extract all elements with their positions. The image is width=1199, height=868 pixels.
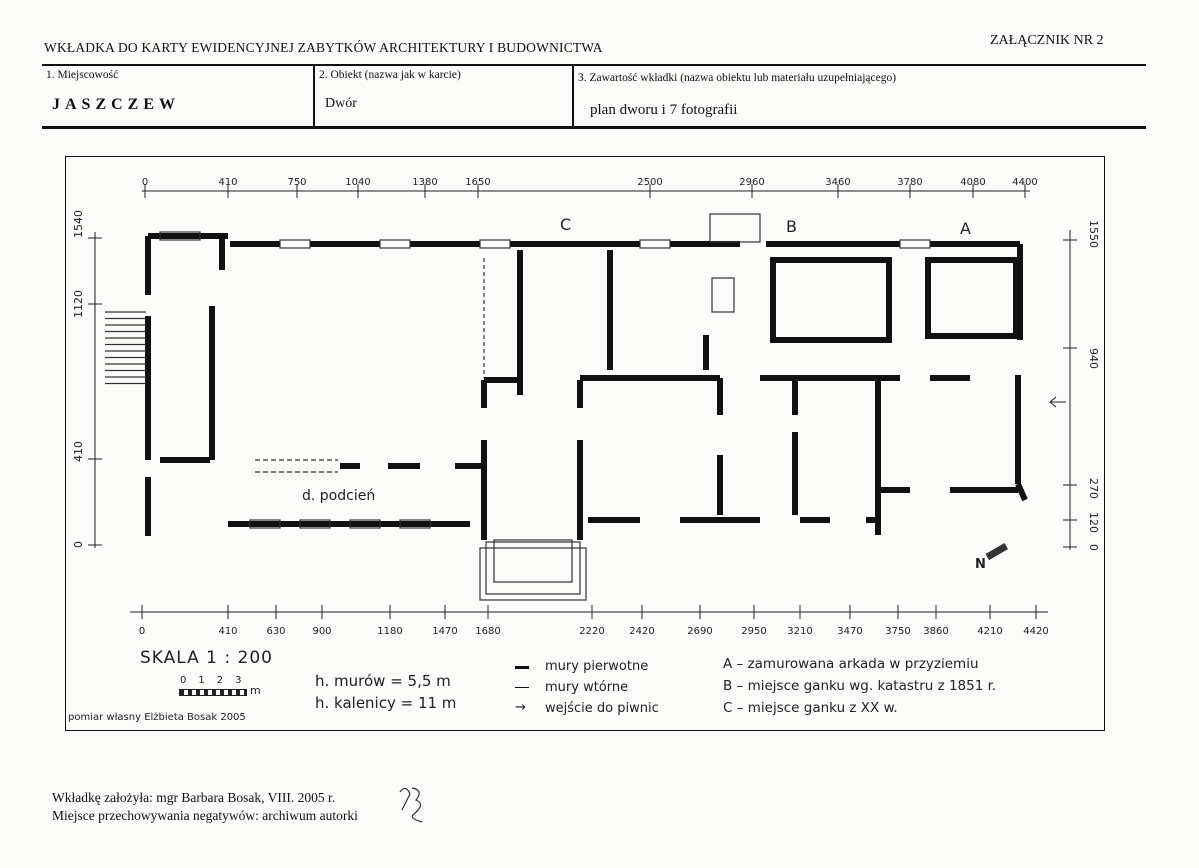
dimension-label: 2690 <box>687 626 712 637</box>
dimension-label: 900 <box>312 626 331 637</box>
survey-note: pomiar własny Elżbieta Bosak 2005 <box>68 712 246 723</box>
note-a: A – zamurowana arkada w przyziemiu <box>723 656 979 672</box>
object-label: 2. Obiekt (nazwa jak w karcie) <box>319 69 461 81</box>
dimension-label: 3210 <box>787 626 812 637</box>
place-label: 1. Miejscowość <box>46 69 119 81</box>
dimension-label: 2950 <box>741 626 766 637</box>
object-value: Dwór <box>325 96 357 111</box>
dimension-label: 3750 <box>885 626 910 637</box>
dimension-label: 1180 <box>377 626 402 637</box>
section-label-c: C <box>560 215 571 234</box>
north-arrow-label: N <box>975 557 986 572</box>
legend-arrow-icon: → <box>515 700 526 715</box>
legend-secondary-wall-icon <box>515 687 529 688</box>
header-bottom-rule <box>42 126 1146 129</box>
scale-unit: m <box>250 684 261 697</box>
dimension-label: 3780 <box>897 177 922 188</box>
wall-height: h. murów = 5,5 m <box>315 672 451 690</box>
dimension-label: 3860 <box>923 626 948 637</box>
north-arrow-icon <box>985 543 1009 561</box>
dimension-label: 2960 <box>739 177 764 188</box>
dimension-label: 1680 <box>475 626 500 637</box>
right-dim-label: 270 <box>1087 478 1100 499</box>
signature-icon <box>399 787 423 823</box>
dimension-label: 0 <box>142 177 148 188</box>
dimension-label: 2220 <box>579 626 604 637</box>
dimension-label: 4210 <box>977 626 1002 637</box>
page-title: WKŁADKA DO KARTY EWIDENCYJNEJ ZABYTKÓW A… <box>44 40 603 55</box>
dimension-label: 750 <box>287 177 306 188</box>
dimension-label: 410 <box>218 177 237 188</box>
dimension-label: 4420 <box>1023 626 1048 637</box>
dimension-label: 0 <box>139 626 145 637</box>
scale-bar <box>179 689 247 696</box>
scale-ticks: 0123 <box>180 675 254 686</box>
left-dim-label: 0 <box>72 541 85 548</box>
right-dim-label: 940 <box>1087 348 1100 369</box>
scale-title: SKALA 1 : 200 <box>140 648 273 668</box>
dimension-label: 4080 <box>960 177 985 188</box>
porch-label: d. podcień <box>302 488 375 504</box>
left-dim-label: 1540 <box>72 210 85 238</box>
content-value: plan dworu i 7 fotografii <box>590 102 738 118</box>
field-divider <box>313 65 315 127</box>
right-dim-label: 0 <box>1087 544 1100 551</box>
left-dim-label: 1120 <box>72 290 85 318</box>
dimension-label: 4400 <box>1012 177 1037 188</box>
floor-plan-frame <box>65 156 1105 731</box>
dimension-label: 1380 <box>412 177 437 188</box>
scale-tick: 3 <box>235 675 254 686</box>
legend-primary-walls: mury pierwotne <box>545 659 649 674</box>
left-dim-label: 410 <box>72 441 85 462</box>
top-rule <box>42 64 1146 66</box>
content-label: 3. Zawartość wkładki (nazwa obiektu lub … <box>578 72 897 84</box>
dimension-label: 630 <box>266 626 285 637</box>
annex-label: ZAŁĄCZNIK NR 2 <box>990 33 1104 48</box>
scale-tick: 2 <box>216 675 236 686</box>
scale-tick: 1 <box>198 675 217 686</box>
dimension-label: 3470 <box>837 626 862 637</box>
dimension-label: 2500 <box>637 177 662 188</box>
scale-tick: 0 <box>180 675 199 686</box>
right-dim-label: 120 <box>1087 512 1100 533</box>
dimension-label: 1040 <box>345 177 370 188</box>
negatives-location: Miejsce przechowywania negatywów: archiw… <box>52 808 358 823</box>
dimension-label: 410 <box>218 626 237 637</box>
dimension-label: 1650 <box>465 177 490 188</box>
right-dim-label: 1550 <box>1087 220 1100 248</box>
section-label-a: A <box>960 219 971 238</box>
dimension-label: 2420 <box>629 626 654 637</box>
legend-cellar-entrance: wejście do piwnic <box>545 701 659 716</box>
note-b: B – miejsce ganku wg. katastru z 1851 r. <box>723 678 997 694</box>
created-by: Wkładkę założyła: mgr Barbara Bosak, VII… <box>52 790 336 805</box>
dimension-label: 1470 <box>432 626 457 637</box>
section-label-b: B <box>786 217 797 236</box>
ridge-height: h. kalenicy = 11 m <box>315 694 457 712</box>
dimension-label: 3460 <box>825 177 850 188</box>
legend-primary-wall-icon <box>515 666 529 669</box>
legend-secondary-walls: mury wtórne <box>545 680 629 695</box>
place-value: JASZCZEW <box>52 96 181 113</box>
field-divider <box>572 65 574 127</box>
note-c: C – miejsce ganku z XX w. <box>723 700 898 716</box>
